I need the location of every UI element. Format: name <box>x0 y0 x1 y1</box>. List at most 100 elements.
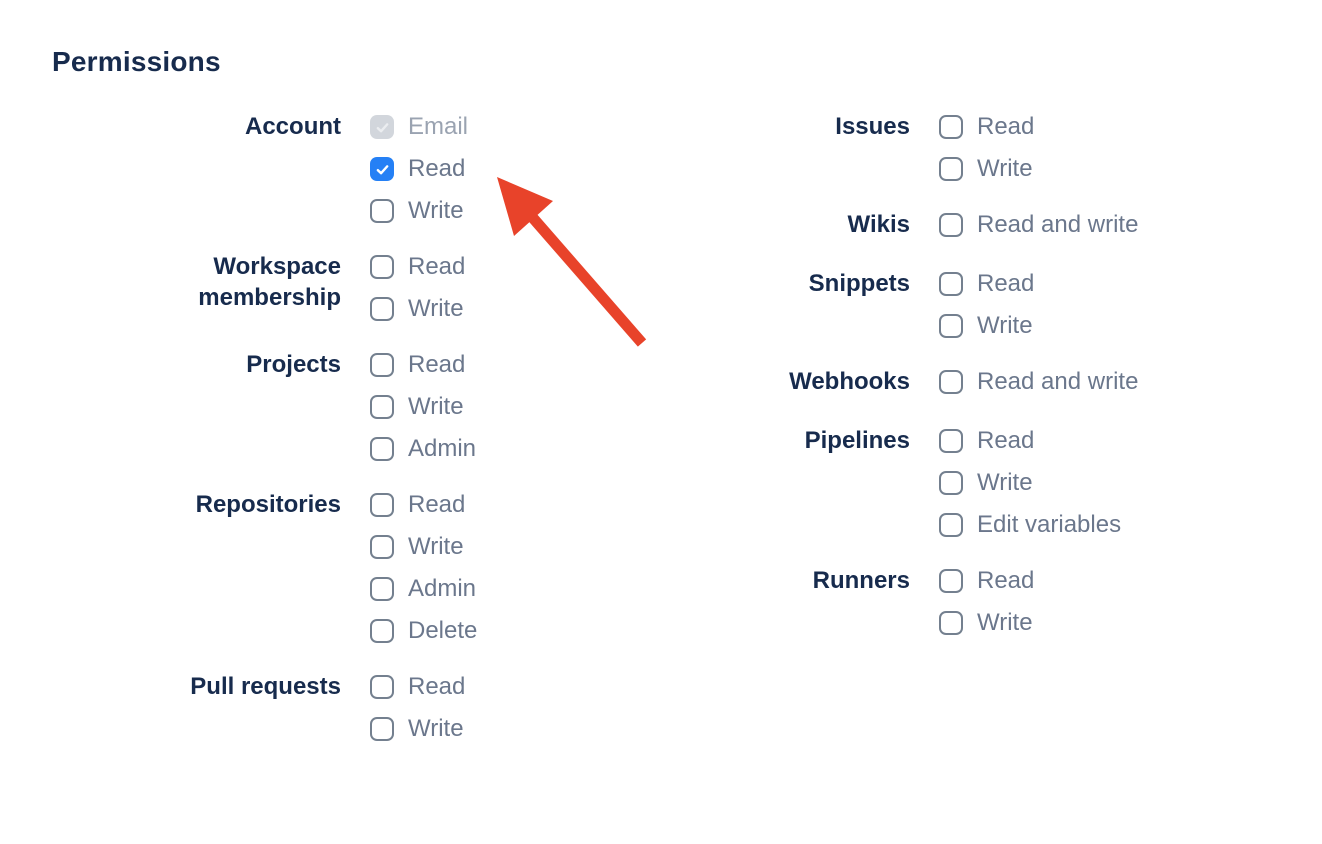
option-label: Write <box>408 197 464 224</box>
option-pull-requests-read[interactable]: Read <box>370 673 466 700</box>
option-repositories-write[interactable]: Write <box>370 533 477 560</box>
group-label-snippets: Snippets <box>808 270 910 297</box>
option-label: Read <box>977 113 1035 140</box>
option-repositories-admin[interactable]: Admin <box>370 575 477 602</box>
option-issues-write[interactable]: Write <box>939 155 1034 182</box>
option-label: Read <box>977 427 1035 454</box>
option-projects-admin[interactable]: Admin <box>370 435 477 462</box>
group-label-projects: Projects <box>246 351 341 378</box>
checkbox-repositories-read[interactable] <box>370 493 394 517</box>
option-pipelines-read[interactable]: Read <box>939 427 1121 454</box>
checkbox-workspace-membership-read[interactable] <box>370 255 394 279</box>
checkbox-pull-requests-write[interactable] <box>370 717 394 741</box>
check-icon <box>376 164 388 174</box>
option-workspace-membership-read[interactable]: Read <box>370 253 465 280</box>
checkbox-webhooks-read-and-write[interactable] <box>939 370 963 394</box>
permission-group-wikis: Wikis Read and write <box>730 211 1139 240</box>
option-account-write[interactable]: Write <box>370 197 468 224</box>
checkbox-pipelines-edit-variables[interactable] <box>939 513 963 537</box>
option-label: Read <box>408 155 466 182</box>
option-account-read[interactable]: Read <box>370 155 468 182</box>
checkbox-issues-write[interactable] <box>939 157 963 181</box>
checkbox-projects-write[interactable] <box>370 395 394 419</box>
option-pipelines-edit-variables[interactable]: Edit variables <box>939 511 1122 538</box>
checkbox-account-write[interactable] <box>370 199 394 223</box>
group-options: Read and write <box>939 368 1139 395</box>
group-label-issues: Issues <box>835 113 910 140</box>
option-runners-write[interactable]: Write <box>939 609 1034 636</box>
checkbox-pipelines-write[interactable] <box>939 471 963 495</box>
group-label-workspace-membership: Workspace membership <box>198 253 341 311</box>
group-label-runners: Runners <box>812 567 910 594</box>
checkbox-snippets-write[interactable] <box>939 314 963 338</box>
checkbox-repositories-write[interactable] <box>370 535 394 559</box>
option-wikis-read-and-write[interactable]: Read and write <box>939 211 1139 238</box>
group-label-wikis: Wikis <box>847 211 910 238</box>
option-label: Read and write <box>977 211 1139 238</box>
option-issues-read[interactable]: Read <box>939 113 1035 140</box>
option-runners-read[interactable]: Read <box>939 567 1035 594</box>
group-label-repositories: Repositories <box>195 491 341 518</box>
option-label: Read <box>408 351 466 378</box>
checkbox-workspace-membership-write[interactable] <box>370 297 394 321</box>
checkbox-projects-admin[interactable] <box>370 437 394 461</box>
checkbox-pull-requests-read[interactable] <box>370 675 394 699</box>
option-pull-requests-write[interactable]: Write <box>370 715 465 742</box>
option-label: Write <box>408 295 464 322</box>
option-snippets-write[interactable]: Write <box>939 312 1034 339</box>
checkbox-runners-read[interactable] <box>939 569 963 593</box>
option-repositories-delete[interactable]: Delete <box>370 617 478 644</box>
option-projects-write[interactable]: Write <box>370 393 476 420</box>
option-snippets-read[interactable]: Read <box>939 270 1034 297</box>
group-label-pull-requests: Pull requests <box>190 673 341 700</box>
checkbox-repositories-admin[interactable] <box>370 577 394 601</box>
checkbox-account-read[interactable] <box>370 157 394 181</box>
option-label: Email <box>408 113 469 140</box>
option-label: Write <box>977 155 1033 182</box>
option-label: Read <box>977 567 1035 594</box>
checkbox-repositories-delete[interactable] <box>370 619 394 643</box>
group-label-account: Account <box>245 113 341 140</box>
checkbox-wikis-read-and-write[interactable] <box>939 213 963 237</box>
option-projects-read[interactable]: Read <box>370 351 476 378</box>
checkbox-pipelines-read[interactable] <box>939 429 963 453</box>
checkbox-snippets-read[interactable] <box>939 272 963 296</box>
option-account-email: Email <box>370 113 469 140</box>
option-webhooks-read-and-write[interactable]: Read and write <box>939 368 1139 395</box>
page-title: Permissions <box>52 46 221 77</box>
option-workspace-membership-write[interactable]: Write <box>370 295 465 322</box>
option-label: Admin <box>408 435 477 462</box>
arrow-icon <box>497 177 647 347</box>
check-icon <box>376 122 388 132</box>
checkbox-issues-read[interactable] <box>939 115 963 139</box>
option-label: Read and write <box>977 368 1139 395</box>
option-label: Write <box>977 312 1033 339</box>
option-pipelines-write[interactable]: Write <box>939 469 1121 496</box>
option-label: Delete <box>408 617 478 644</box>
checkbox-projects-read[interactable] <box>370 353 394 377</box>
option-repositories-read[interactable]: Read <box>370 491 477 518</box>
group-label-pipelines: Pipelines <box>804 427 910 454</box>
option-label: Write <box>977 609 1033 636</box>
checkbox-account-email <box>370 115 394 139</box>
option-label: Read <box>408 673 466 700</box>
option-label: Write <box>408 393 464 420</box>
option-label: Write <box>408 715 464 742</box>
option-label: Edit variables <box>977 511 1122 538</box>
checkbox-runners-write[interactable] <box>939 611 963 635</box>
